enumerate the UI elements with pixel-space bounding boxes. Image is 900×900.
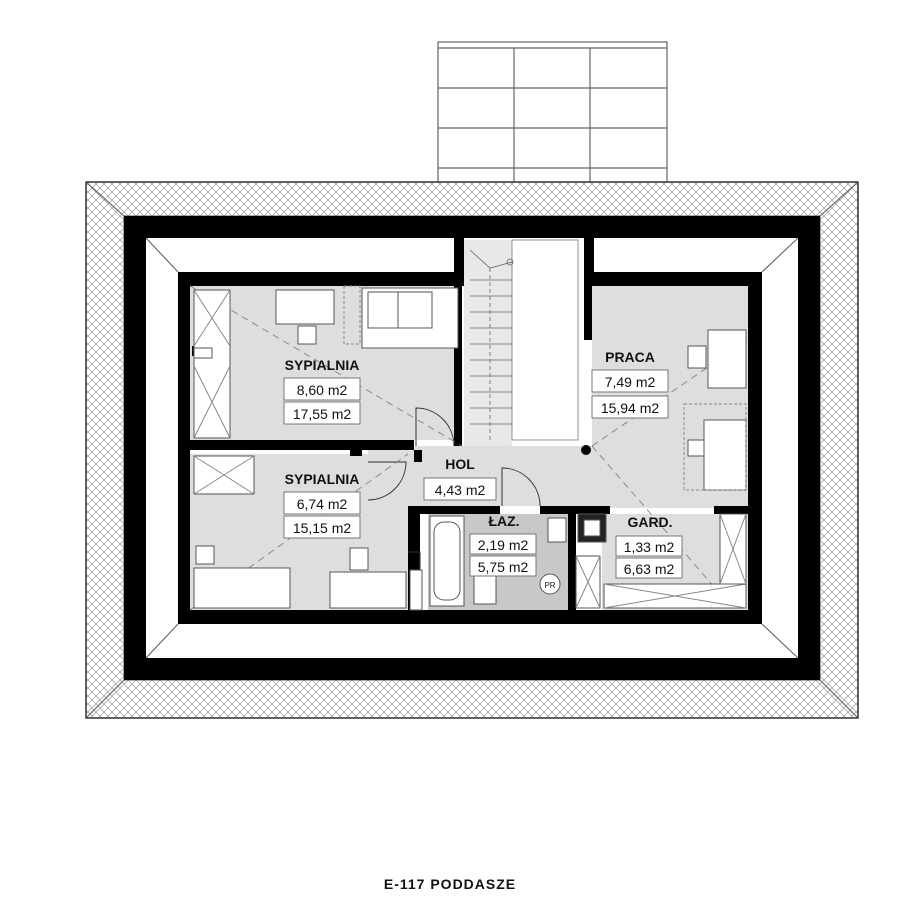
plan-caption: E-117 PODDASZE	[383, 876, 517, 892]
room-name-lazienka: ŁAZ.	[488, 513, 519, 529]
room-labels: SYPIALNIA 8,60 m2 17,55 m2 PRACA 7,49 m2…	[283, 349, 683, 590]
desk-2	[329, 571, 407, 609]
wardrobe-1	[193, 289, 231, 439]
sink	[547, 517, 567, 543]
room-area-total-sypialnia-1: 17,55 m2	[293, 406, 352, 422]
room-area-net-sypialnia-1: 8,60 m2	[297, 382, 348, 398]
washing-machine-label: PR	[544, 581, 555, 590]
room-area-net-garderoba: 1,33 m2	[624, 539, 675, 555]
toilet	[473, 573, 497, 605]
room-area-total-lazienka: 5,75 m2	[478, 559, 529, 575]
furniture	[193, 285, 747, 611]
room-name-hol: HOL	[445, 456, 475, 472]
roof-hatch	[581, 445, 591, 455]
bed-3	[703, 419, 747, 491]
floor-stairs	[464, 240, 512, 446]
chair-1	[297, 325, 317, 345]
room-name-garderoba: GARD.	[627, 514, 672, 530]
bed-2	[193, 567, 291, 609]
room-name-sypialnia-2: SYPIALNIA	[285, 471, 360, 487]
room-name-praca: PRACA	[605, 349, 655, 365]
desk-1	[275, 289, 335, 325]
room-area-total-praca: 15,94 m2	[601, 400, 660, 416]
room-area-net-praca: 7,49 m2	[605, 374, 656, 390]
terrace-grid	[437, 41, 668, 209]
stairs	[469, 239, 579, 441]
room-area-net-sypialnia-2: 6,74 m2	[297, 496, 348, 512]
roof-slope-lines	[85, 181, 859, 719]
room-area-net-hol: 4,43 m2	[435, 482, 486, 498]
washing-machine	[539, 573, 561, 595]
room-area-net-lazienka: 2,19 m2	[478, 537, 529, 553]
room-area-total-garderoba: 6,63 m2	[624, 561, 675, 577]
room-name-sypialnia-1: SYPIALNIA	[285, 357, 360, 373]
desk-3	[707, 329, 747, 389]
room-area-total-sypialnia-2: 15,15 m2	[293, 520, 352, 536]
